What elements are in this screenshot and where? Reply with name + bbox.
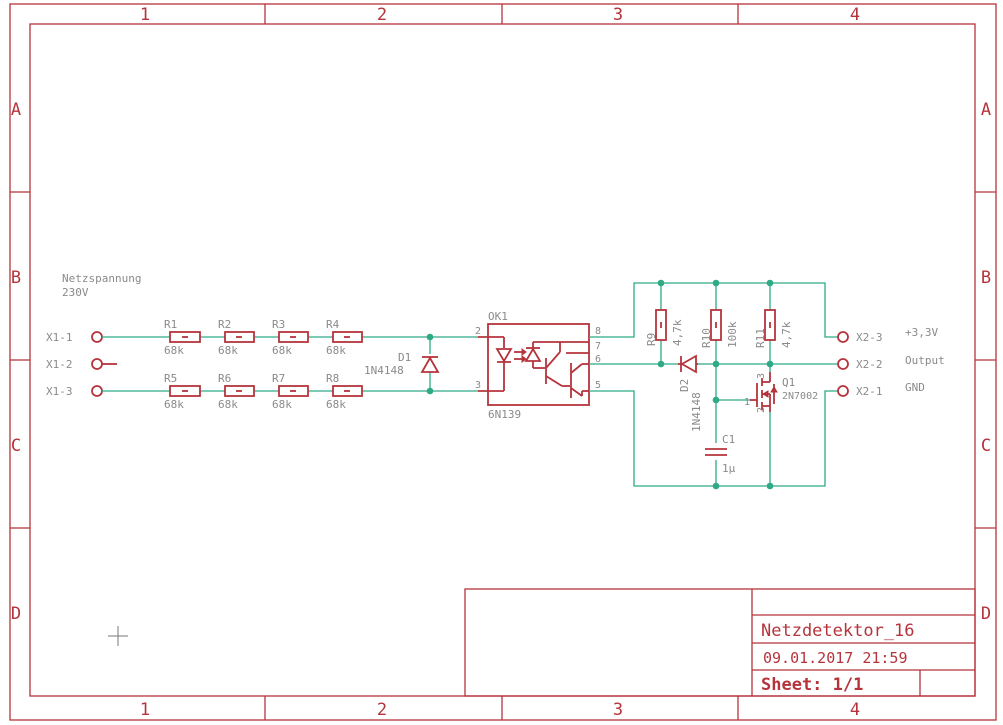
resistor-r9-value: 4,7k <box>671 319 684 346</box>
resistor-value: 68k <box>218 398 238 411</box>
column-label-bottom: 4 <box>850 700 860 720</box>
column-label-top: 4 <box>850 5 860 25</box>
resistor-value: 68k <box>164 398 184 411</box>
drawing-date: 09.01.2017 21:59 <box>763 649 908 667</box>
optocoupler-pin-label: 7 <box>595 341 601 352</box>
optocoupler-pin-label: 5 <box>595 380 601 391</box>
optocoupler-pin-label: 8 <box>595 326 601 337</box>
resistor-value: 68k <box>326 344 346 357</box>
connector-pin-label: X1-2 <box>46 358 73 371</box>
resistor-r10 <box>710 309 722 341</box>
diode-d2-name: D2 <box>678 379 691 392</box>
diode-d1 <box>420 356 440 373</box>
resistor-r10-value: 100k <box>726 321 739 348</box>
column-label-bottom: 1 <box>140 700 150 720</box>
capacitor-c1-name: C1 <box>722 433 735 446</box>
connector-pin-label: X2-3 <box>856 331 883 344</box>
resistor-r8 <box>332 385 363 397</box>
row-label-left: D <box>11 604 21 624</box>
resistor-r2 <box>224 331 255 343</box>
input-connector-x1 <box>91 331 117 397</box>
resistor-r1 <box>169 331 201 343</box>
mosfet-q1 <box>750 372 778 412</box>
mosfet-pin-label: 1 <box>744 397 750 408</box>
resistor-r5 <box>169 385 201 397</box>
sheet-number: Sheet: 1/1 <box>761 675 863 695</box>
column-label-top: 3 <box>613 5 623 25</box>
resistor-r6 <box>224 385 255 397</box>
resistor-value: 68k <box>272 398 292 411</box>
column-label-bottom: 2 <box>377 700 387 720</box>
capacitor-c1-value: 1µ <box>722 462 736 475</box>
resistor-name: R1 <box>164 318 177 331</box>
signal-label: GND <box>905 381 925 394</box>
mains-voltage-label: Netzspannung <box>62 272 141 285</box>
resistor-value: 68k <box>218 344 238 357</box>
resistor-name: R6 <box>218 372 231 385</box>
resistor-value: 68k <box>164 344 184 357</box>
resistor-name: R4 <box>326 318 340 331</box>
capacitor-c1 <box>705 448 727 456</box>
diode-d2 <box>678 354 698 374</box>
mosfet-pin-label: 2 <box>756 407 767 413</box>
resistor-r9 <box>655 309 667 341</box>
resistor-name: R8 <box>326 372 339 385</box>
row-label-left: B <box>11 268 21 288</box>
resistor-r4 <box>332 331 363 343</box>
resistor-value: 68k <box>272 344 292 357</box>
optocoupler-ok1 <box>478 323 590 406</box>
title-block <box>464 588 976 697</box>
optocoupler-value: 6N139 <box>488 408 521 421</box>
optocoupler-name: OK1 <box>488 310 508 323</box>
resistor-name: R2 <box>218 318 231 331</box>
connector-pin-label: X1-3 <box>46 385 73 398</box>
diode-d1-name: D1 <box>398 351 411 364</box>
crosshair-cursor-icon <box>108 626 128 646</box>
resistor-name: R7 <box>272 372 285 385</box>
resistor-r3 <box>278 331 309 343</box>
output-connector-x2 <box>837 331 849 397</box>
signal-label: +3,3V <box>905 326 938 339</box>
mosfet-q1-value: 2N7002 <box>782 391 818 402</box>
column-label-bottom: 3 <box>613 700 623 720</box>
resistor-r10-name: R10 <box>700 328 713 348</box>
optocoupler-pin-label: 6 <box>595 354 601 365</box>
resistor-r11-name: R11 <box>754 328 767 348</box>
diode-d1-value: 1N4148 <box>364 364 404 377</box>
column-label-top: 2 <box>377 5 387 25</box>
mains-voltage-value: 230V <box>62 286 89 299</box>
row-label-right: C <box>981 436 991 456</box>
row-label-right: B <box>981 268 991 288</box>
resistor-name: R5 <box>164 372 177 385</box>
resistor-value: 68k <box>326 398 346 411</box>
drawing-title: Netzdetektor_16 <box>761 621 915 641</box>
optocoupler-pin-label: 3 <box>475 380 481 391</box>
row-label-left: A <box>11 100 21 120</box>
resistor-name: R3 <box>272 318 285 331</box>
signal-label: Output <box>905 354 945 367</box>
optocoupler-pin-label: 2 <box>475 326 481 337</box>
row-label-right: D <box>981 604 991 624</box>
row-label-left: C <box>11 436 21 456</box>
connector-pin-label: X1-1 <box>46 331 73 344</box>
resistor-r11-value: 4,7k <box>780 321 793 348</box>
resistor-r9-name: R9 <box>645 333 658 346</box>
connector-pin-label: X2-1 <box>856 385 883 398</box>
mosfet-pin-label: 3 <box>756 373 767 379</box>
row-label-right: A <box>981 100 991 120</box>
resistor-r11 <box>764 309 776 341</box>
diode-d2-value: 1N4148 <box>690 392 703 432</box>
column-label-top: 1 <box>140 5 150 25</box>
resistor-r7 <box>278 385 309 397</box>
connector-pin-label: X2-2 <box>856 358 883 371</box>
mosfet-q1-name: Q1 <box>782 376 795 389</box>
